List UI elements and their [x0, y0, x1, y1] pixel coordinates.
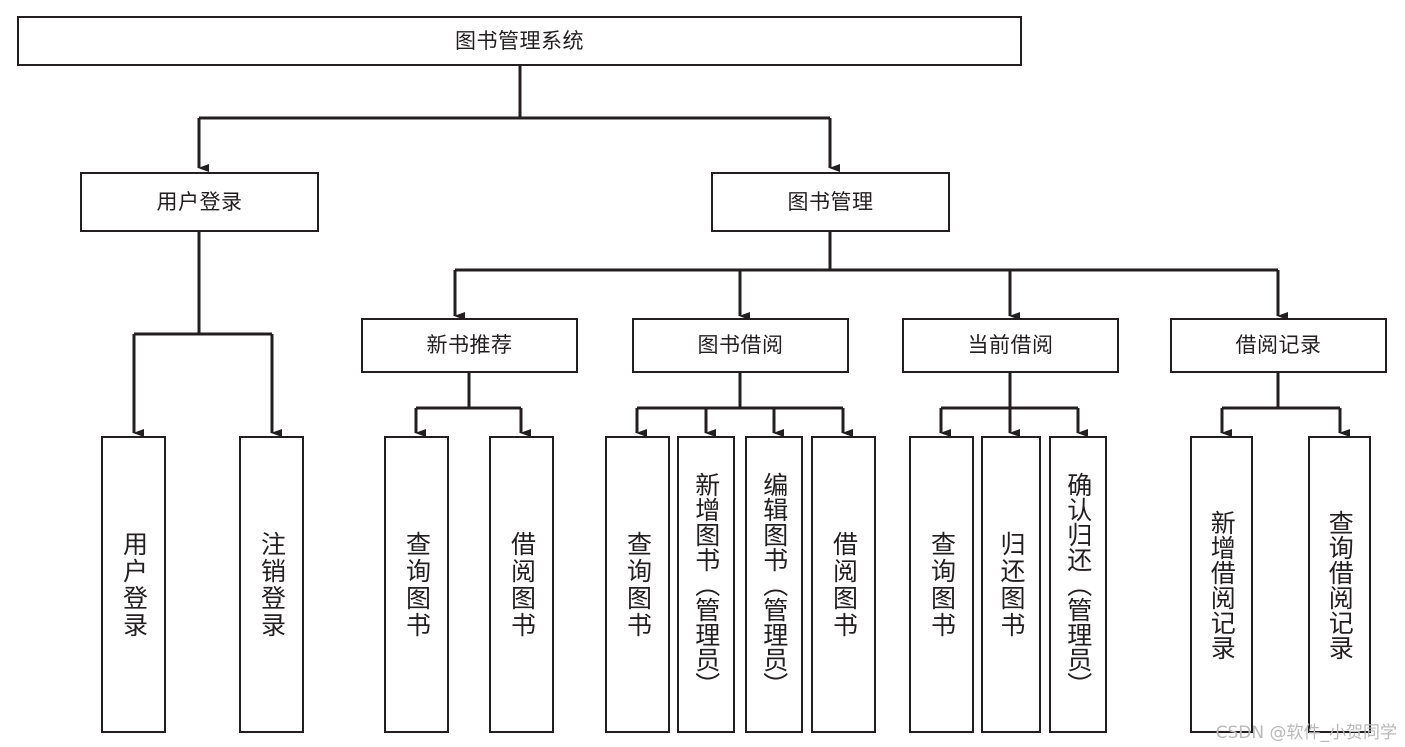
node-leaf-query-book-1[interactable]: 查询图书 — [384, 436, 449, 733]
node-current-borrow-label: 当前借阅 — [967, 333, 1054, 357]
node-leaf-query-book-3-label: 查询图书 — [927, 530, 957, 639]
node-borrow-record-label: 借阅记录 — [1235, 333, 1322, 357]
node-leaf-logout-login[interactable]: 注销登录 — [239, 436, 304, 733]
node-book-management[interactable]: 图书管理 — [711, 172, 950, 232]
node-leaf-query-book-3[interactable]: 查询图书 — [909, 436, 974, 733]
node-book-management-label: 图书管理 — [787, 189, 874, 214]
node-leaf-query-book-2-label: 查询图书 — [623, 530, 653, 639]
node-leaf-user-login-label: 用户登录 — [119, 530, 149, 639]
node-leaf-edit-book[interactable]: 编辑图书（管理员） — [745, 436, 803, 733]
node-root[interactable]: 图书管理系统 — [17, 16, 1022, 66]
node-leaf-query-book-2[interactable]: 查询图书 — [605, 436, 670, 733]
node-book-borrow[interactable]: 图书借阅 — [632, 318, 849, 373]
node-leaf-add-book[interactable]: 新增图书（管理员） — [677, 436, 735, 733]
node-leaf-confirm-return-label: 确认归还（管理员） — [1063, 472, 1093, 697]
node-new-book-recommend[interactable]: 新书推荐 — [361, 318, 578, 373]
node-leaf-user-login[interactable]: 用户登录 — [101, 436, 166, 733]
node-leaf-query-book-1-label: 查询图书 — [402, 530, 432, 639]
csdn-watermark: CSDN @软件_小贺同学 — [1215, 723, 1397, 743]
node-leaf-add-record-label: 新增借阅记录 — [1207, 509, 1237, 660]
node-leaf-add-record[interactable]: 新增借阅记录 — [1190, 436, 1253, 733]
node-leaf-edit-book-label: 编辑图书（管理员） — [759, 472, 789, 697]
node-borrow-record[interactable]: 借阅记录 — [1170, 318, 1387, 373]
node-leaf-borrow-book-1[interactable]: 借阅图书 — [489, 436, 554, 733]
node-user-login-label: 用户登录 — [156, 189, 243, 214]
node-leaf-borrow-book-1-label: 借阅图书 — [507, 530, 537, 639]
node-root-label: 图书管理系统 — [455, 28, 584, 53]
node-leaf-return-book-label: 归还图书 — [997, 530, 1026, 639]
node-leaf-query-record-label: 查询借阅记录 — [1325, 509, 1355, 660]
node-leaf-add-book-label: 新增图书（管理员） — [691, 472, 721, 697]
node-leaf-confirm-return[interactable]: 确认归还（管理员） — [1049, 436, 1107, 733]
node-leaf-query-record[interactable]: 查询借阅记录 — [1308, 436, 1371, 733]
node-current-borrow[interactable]: 当前借阅 — [902, 318, 1119, 373]
node-book-borrow-label: 图书借阅 — [697, 333, 784, 357]
node-user-login[interactable]: 用户登录 — [80, 172, 319, 232]
node-leaf-return-book[interactable]: 归还图书 — [981, 436, 1041, 733]
node-new-book-recommend-label: 新书推荐 — [426, 333, 513, 357]
node-leaf-borrow-book-2[interactable]: 借阅图书 — [811, 436, 876, 733]
node-leaf-logout-login-label: 注销登录 — [257, 530, 287, 639]
node-leaf-borrow-book-2-label: 借阅图书 — [829, 530, 859, 639]
